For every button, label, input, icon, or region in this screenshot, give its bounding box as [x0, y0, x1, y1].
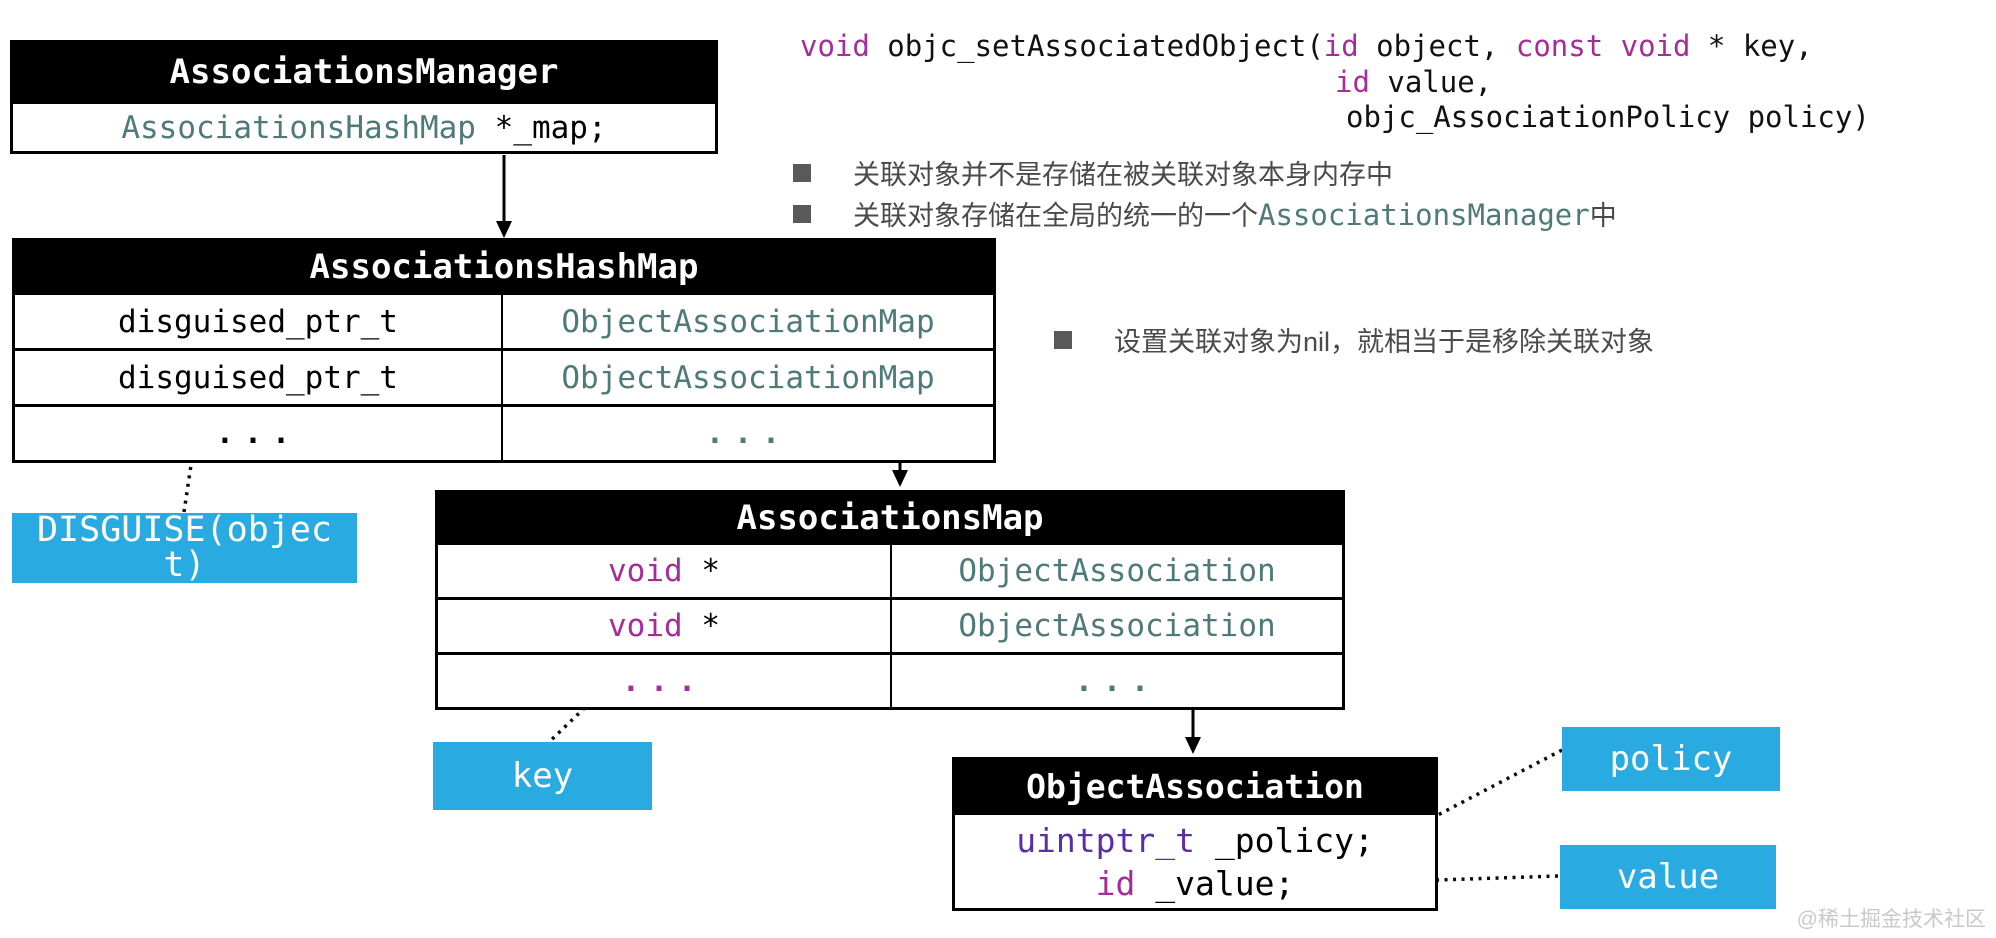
key-cell: ...: [15, 407, 503, 460]
field-value: id _value;: [1095, 863, 1295, 903]
value-cell: ObjectAssociation: [958, 553, 1276, 589]
key-cell: void *: [438, 545, 892, 597]
value-cell: ...: [1074, 663, 1160, 699]
table-row: AssociationsHashMap *_map;: [13, 101, 715, 151]
field-type: AssociationsHashMap: [121, 109, 476, 146]
field-policy: uintptr_t _policy;: [1016, 820, 1374, 860]
table-associations-hashmap: AssociationsHashMap disguised_ptr_t Obje…: [12, 238, 996, 463]
value-cell: ...: [705, 416, 791, 451]
label-key: key: [433, 742, 652, 810]
key-cell: disguised_ptr_t: [15, 351, 503, 404]
key-cell: ...: [438, 655, 892, 707]
arrow-manager-to-hashmap: [496, 155, 512, 238]
bullet-note-1: 关联对象并不是存储在被关联对象本身内存中: [793, 153, 1393, 192]
table-associations-manager: AssociationsManager AssociationsHashMap …: [10, 40, 718, 154]
bullet-note-3: 设置关联对象为nil，就相当于是移除关联对象: [1054, 320, 1654, 359]
inline-code: AssociationsManager: [1258, 198, 1590, 232]
table-row: ... ...: [438, 652, 1342, 707]
table-object-association: ObjectAssociation uintptr_t _policy; id …: [952, 757, 1438, 911]
table-body: uintptr_t _policy; id _value;: [955, 812, 1435, 908]
key-cell: void *: [438, 600, 892, 652]
label-policy: policy: [1562, 727, 1780, 791]
code-line-2: id value,: [1335, 65, 1493, 99]
bullet-marker: [793, 204, 811, 223]
table-associations-map: AssociationsMap void * ObjectAssociation…: [435, 490, 1345, 710]
bullet-marker: [1054, 330, 1072, 349]
key-cell: disguised_ptr_t: [15, 295, 503, 348]
table-row: disguised_ptr_t ObjectAssociationMap: [15, 292, 993, 348]
value-cell: ObjectAssociationMap: [561, 359, 935, 396]
table-row: disguised_ptr_t ObjectAssociationMap: [15, 348, 993, 404]
table-row: void * ObjectAssociation: [438, 542, 1342, 597]
table-row: ... ...: [15, 404, 993, 460]
table-title: AssociationsMap: [438, 493, 1342, 542]
table-title: AssociationsHashMap: [15, 241, 993, 292]
label-disguise-object: DISGUISE(object): [12, 513, 357, 583]
code-line-1: void objc_setAssociatedObject(id object,…: [800, 29, 1813, 63]
table-row: void * ObjectAssociation: [438, 597, 1342, 652]
value-cell: ObjectAssociation: [958, 608, 1276, 644]
table-title: AssociationsManager: [13, 43, 715, 101]
field-name: *_map;: [475, 109, 607, 146]
watermark: @稀土掘金技术社区: [1796, 908, 1986, 931]
table-title: ObjectAssociation: [955, 760, 1435, 812]
value-cell: ObjectAssociationMap: [561, 303, 935, 340]
label-value: value: [1560, 845, 1776, 909]
code-line-3: objc_AssociationPolicy policy): [1346, 100, 1870, 134]
bullet-marker: [793, 163, 811, 182]
bullet-note-2: 关联对象存储在全局的统一的一个AssociationsManager中: [793, 194, 1617, 233]
